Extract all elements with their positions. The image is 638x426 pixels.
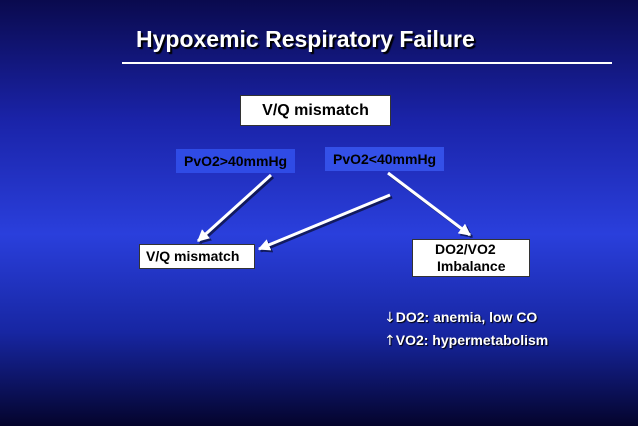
vq-mismatch-top-box: V/Q mismatch — [240, 95, 391, 126]
vq-mismatch-result-box: V/Q mismatch — [139, 244, 255, 269]
arrow-left-branch-shadow — [198, 175, 275, 245]
causes-list: ↓DO2: anemia, low CO ↑VO2: hypermetaboli… — [384, 306, 548, 352]
up-arrow-icon: ↑ — [384, 333, 396, 349]
cause-item-do2: ↓DO2: anemia, low CO — [384, 306, 548, 329]
arrow-cross — [257, 193, 391, 251]
arrow-cross-shadow — [259, 195, 393, 253]
down-arrow-icon: ↓ — [384, 310, 396, 326]
arrow-right-branch — [387, 171, 471, 237]
cause-text-do2: DO2: anemia, low CO — [395, 309, 538, 325]
title-underline — [122, 62, 612, 64]
pvo2-high-label: PvO2>40mmHg — [176, 149, 296, 173]
imbalance-line-1: DO2/VO2 — [435, 241, 496, 257]
pvo2-low-label: PvO2<40mmHg — [325, 147, 445, 171]
do2-vo2-imbalance-box: DO2/VO2 Imbalance — [412, 239, 530, 277]
cause-item-vo2: ↑VO2: hypermetabolism — [384, 329, 548, 352]
cause-text-vo2: VO2: hypermetabolism — [395, 332, 549, 348]
arrow-left-branch — [196, 173, 273, 243]
slide-title: Hypoxemic Respiratory Failure — [136, 26, 475, 52]
imbalance-line-2: Imbalance — [437, 258, 506, 274]
